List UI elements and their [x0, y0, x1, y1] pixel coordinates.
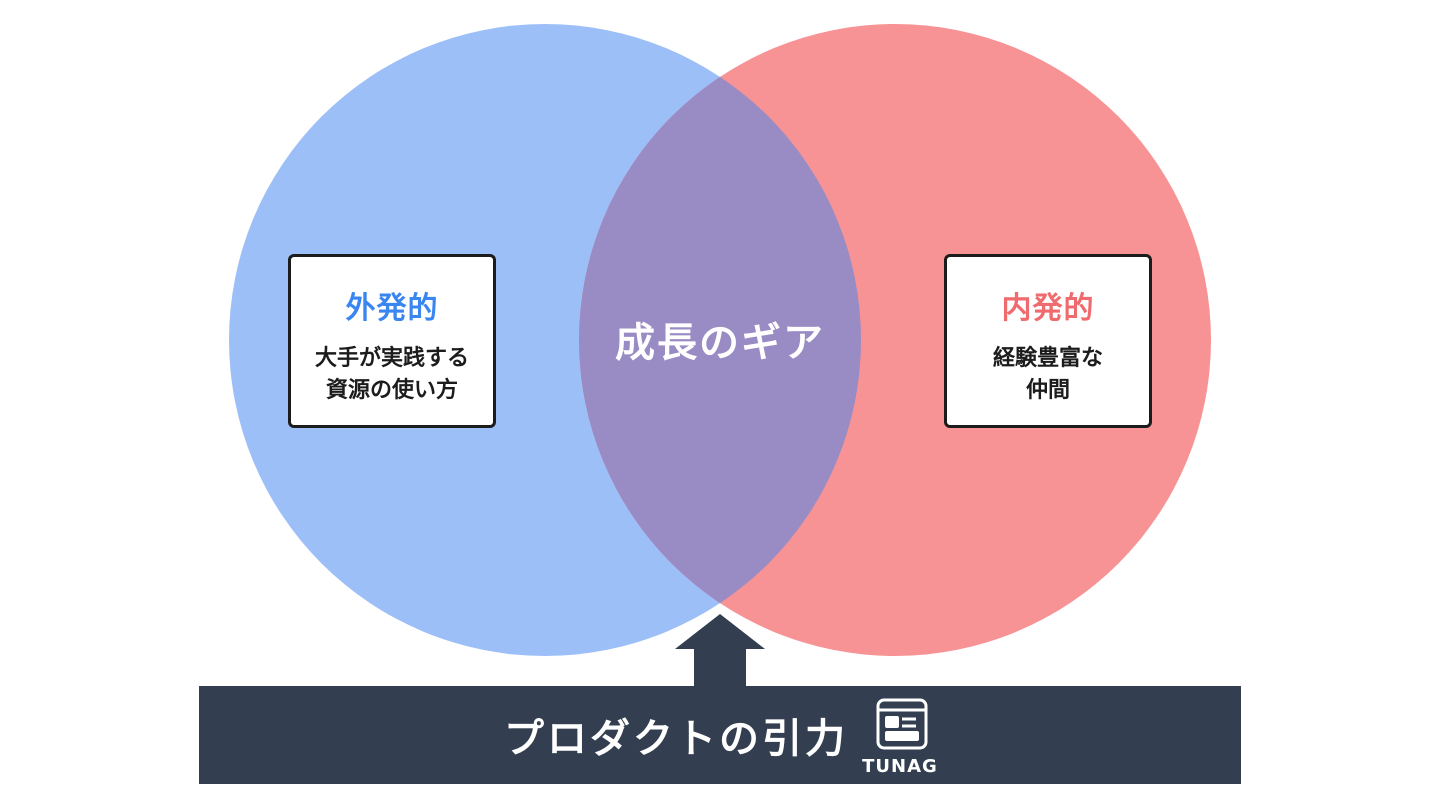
overlap-region — [579, 24, 861, 656]
tunag-logo-icon — [876, 698, 928, 750]
right-card-line-2: 仲間 — [1025, 378, 1070, 403]
up-arrow-icon — [675, 614, 765, 688]
right-card: 内発的 経験豊富な 仲間 — [944, 254, 1152, 428]
tunag-logo-text: TUNAG — [862, 756, 938, 777]
left-card-line-2: 資源の使い方 — [325, 378, 458, 403]
center-label: 成長のギア — [615, 320, 825, 366]
left-card-body: 大手が実践する 資源の使い方 — [291, 343, 493, 407]
right-card-line-1: 経験豊富な — [992, 346, 1103, 371]
left-card-line-1: 大手が実践する — [314, 346, 469, 371]
left-card: 外発的 大手が実践する 資源の使い方 — [288, 254, 496, 428]
bottom-banner: プロダクトの引力 — [199, 686, 1241, 784]
right-card-body: 経験豊富な 仲間 — [947, 343, 1149, 407]
banner-label: プロダクトの引力 — [504, 716, 848, 762]
right-card-title: 内発的 — [1001, 291, 1095, 326]
left-card-title: 外発的 — [345, 291, 439, 326]
